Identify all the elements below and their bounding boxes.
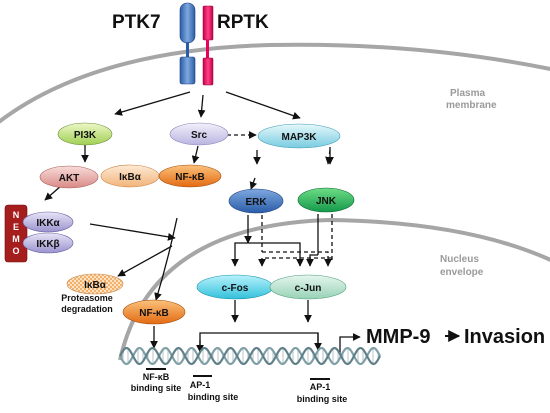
nfkb-binding-label-2: binding site [131,383,182,393]
ap1b-binding-label-2: binding site [297,394,348,404]
erk-node: ERK [228,188,284,214]
svg-text:E: E [13,222,19,232]
ap1a-binding-label-1: AP-1 [190,380,211,390]
plasma-membrane [0,42,550,124]
pathway-arrows [44,91,361,355]
akt-label: AKT [59,173,80,184]
cjun-label: c-Jun [295,283,322,294]
rptk-receptor [202,5,214,86]
proteasome-label-1: Proteasome [61,293,113,303]
binding-site-marks [146,368,330,380]
nemo-node: N E M O [4,204,28,263]
ikkb-label: IKKβ [36,239,59,250]
ptk7-receptor [179,2,196,85]
pi3k-node: PI3K [57,122,113,146]
akt-node: AKT [39,165,99,189]
ikkb-node: IKKβ [22,232,74,254]
dashed-arrows [227,131,333,267]
ptk7-label: PTK7 [112,12,161,33]
plasma-membrane-label-2: membrane [446,100,497,111]
nfkb-nuc-node: NF-κB [122,299,186,325]
ikba-degraded-node: IκBα [66,273,124,295]
cjun-node: c-Jun [269,274,347,300]
nucleus-envelope-label-2: envelope [440,267,484,278]
ap1b-binding-label-1: AP-1 [310,382,331,392]
ikka-label: IKKα [36,218,60,229]
plasma-membrane-label-1: Plasma [450,88,485,99]
nfkb-cyto-node: NF-κB [158,164,222,188]
rptk-label: RPTK [217,12,269,33]
dna-helix [119,346,381,366]
src-label: Src [191,130,208,141]
mmp9-label: MMP-9 [366,326,430,348]
map3k-label: MAP3K [281,132,317,143]
dna-strand-2 [119,346,381,366]
nfkb-binding-label-1: NF-κB [143,372,170,382]
map3k-node: MAP3K [257,123,341,149]
nfkb-nuc-label: NF-κB [139,308,168,319]
jnk-node: JNK [297,187,355,213]
pi3k-label: PI3K [74,130,97,141]
cfos-label: c-Fos [222,283,249,294]
nucleus-envelope-label-1: Nucleus [440,254,479,265]
proteasome-label-2: degradation [61,304,113,314]
svg-text:M: M [12,234,20,244]
nucleus-envelope [118,217,550,361]
jnk-label: JNK [316,196,337,207]
svg-text:N: N [13,210,20,220]
cfos-node: c-Fos [196,274,274,300]
invasion-label: Invasion [464,326,545,348]
ikba-cyto-label: IκBα [119,172,142,183]
nfkb-cyto-label: NF-κB [175,172,204,183]
erk-label: ERK [245,197,267,208]
ikba-cyto-node: IκBα [100,164,160,188]
ap1a-binding-label-2: binding site [188,392,239,402]
src-node: Src [169,122,229,146]
svg-text:O: O [12,246,19,256]
ikba-degraded-label: IκBα [84,280,107,291]
ikka-node: IKKα [22,211,74,233]
